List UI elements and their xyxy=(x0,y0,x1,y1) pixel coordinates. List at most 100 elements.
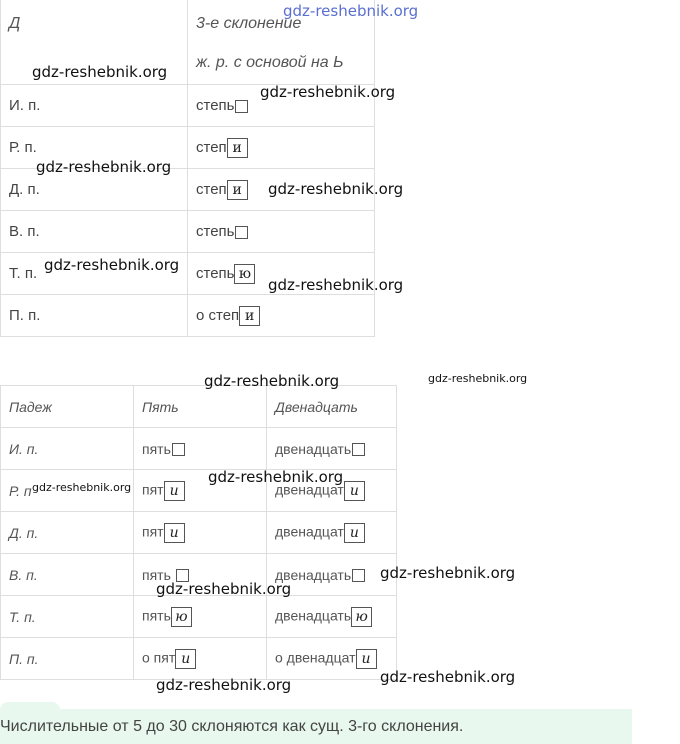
ending-box: ю xyxy=(234,263,256,284)
table-header-row: Д 3-е склонение ж. р. с основой на Ь xyxy=(0,0,375,85)
word-form-cell: степь xyxy=(187,84,375,127)
case-cell: Д. п. xyxy=(0,511,134,554)
rule-note: Числительные от 5 до 30 склоняются как с… xyxy=(0,709,632,744)
table-row: И. п. пять двенадцать xyxy=(0,427,397,470)
zero-ending-box xyxy=(352,443,366,457)
zero-ending-box xyxy=(175,569,189,583)
word-stem: степь xyxy=(196,264,235,282)
zero-ending-box xyxy=(235,99,249,113)
header-cell-case: Д xyxy=(0,0,188,85)
word-stem: о пят xyxy=(142,649,176,666)
word-stem: двенадцать xyxy=(275,566,352,583)
header-declension-subtitle: ж. р. с основой на Ь xyxy=(196,54,344,71)
watermark: gdz-reshebnik.org xyxy=(268,180,404,198)
ending-box: и xyxy=(175,648,197,669)
table-row: В. п. пять двенадцать xyxy=(0,553,397,596)
note-tab xyxy=(0,702,60,712)
watermark: gdz-reshebnik.org xyxy=(156,580,292,598)
watermark: gdz-reshebnik.org xyxy=(32,63,168,81)
header-cell-declension: 3-е склонение ж. р. с основой на Ь xyxy=(187,0,375,85)
case-cell: В. п. xyxy=(0,210,188,253)
case-cell: П. п. xyxy=(0,294,188,337)
word-stem: степ xyxy=(196,180,227,198)
case-cell: Р. п. xyxy=(0,126,188,169)
ending-box: и xyxy=(163,522,185,543)
word-stem: двенадцат xyxy=(275,481,344,498)
watermark: gdz-reshebnik.org xyxy=(44,256,180,274)
word-stem: двенадцать xyxy=(275,440,352,457)
word-stem: степь xyxy=(196,97,235,114)
word-stem: степь xyxy=(196,223,235,240)
ending-box: и xyxy=(163,480,185,501)
case-cell: В. п. xyxy=(0,553,134,596)
word-form-cell: степь xyxy=(187,210,375,253)
watermark: gdz-reshebnik.org xyxy=(208,468,344,486)
table-row: В. п. степь xyxy=(0,210,375,253)
case-cell: П. п. xyxy=(0,637,134,680)
ending-box: и xyxy=(226,179,248,200)
word-stem: степ xyxy=(196,138,227,156)
header-twelve: Двенадцать xyxy=(266,385,397,428)
ending-box: и xyxy=(343,480,365,501)
ending-box: и xyxy=(343,522,365,543)
watermark: gdz-reshebnik.org xyxy=(380,668,516,686)
table-header-row: Падеж Пять Двенадцать xyxy=(0,385,397,428)
ending-box: ю xyxy=(170,606,192,627)
ending-box: и xyxy=(355,648,377,669)
word-stem: о степ xyxy=(196,306,240,324)
case-cell: И. п. xyxy=(0,84,188,127)
watermark: gdz-reshebnik.org xyxy=(204,372,340,390)
header-case: Падеж xyxy=(0,385,134,428)
word-stem: двенадцать xyxy=(275,607,352,624)
ending-box: ю xyxy=(351,606,373,627)
watermark: gdz-reshebnik.org xyxy=(283,2,419,20)
watermark: gdz-reshebnik.org xyxy=(36,158,172,176)
word-stem: пять xyxy=(142,607,171,624)
ending-box: и xyxy=(239,305,261,326)
watermark: gdz-reshebnik.org xyxy=(260,83,396,101)
watermark: gdz-reshebnik.org xyxy=(380,564,516,582)
case-cell: И. п. xyxy=(0,427,134,470)
word-stem: о двенадцат xyxy=(275,649,356,666)
watermark: gdz-reshebnik.org xyxy=(268,276,404,294)
case-cell: Т. п. xyxy=(0,252,188,295)
zero-ending-box xyxy=(352,569,366,583)
zero-ending-box xyxy=(235,225,249,239)
word-stem: пять xyxy=(142,566,175,583)
five-form-cell: пять xyxy=(133,427,267,470)
twelve-form-cell: двенадцать xyxy=(266,553,397,596)
twelve-form-cell: двенадцать xyxy=(266,427,397,470)
watermark: gdz-reshebnik.org xyxy=(32,481,132,494)
watermark: gdz-reshebnik.org xyxy=(156,676,292,694)
header-case-label: Д xyxy=(9,15,21,32)
watermark: gdz-reshebnik.org xyxy=(428,372,528,385)
word-stem: пять xyxy=(142,440,171,457)
declension-table-steppe: Д 3-е склонение ж. р. с основой на Ь И. … xyxy=(0,0,375,337)
ending-box: и xyxy=(226,137,248,158)
header-five: Пять xyxy=(133,385,267,428)
word-stem: пят xyxy=(142,523,164,540)
declension-table-numerals: Падеж Пять Двенадцать И. п. пять двенадцат… xyxy=(0,385,397,680)
zero-ending-box xyxy=(171,443,185,457)
case-cell: Т. п. xyxy=(0,595,134,638)
word-stem: пят xyxy=(142,481,164,498)
header-declension-label: 3-е склонение xyxy=(196,15,302,32)
word-stem: двенадцат xyxy=(275,523,344,540)
